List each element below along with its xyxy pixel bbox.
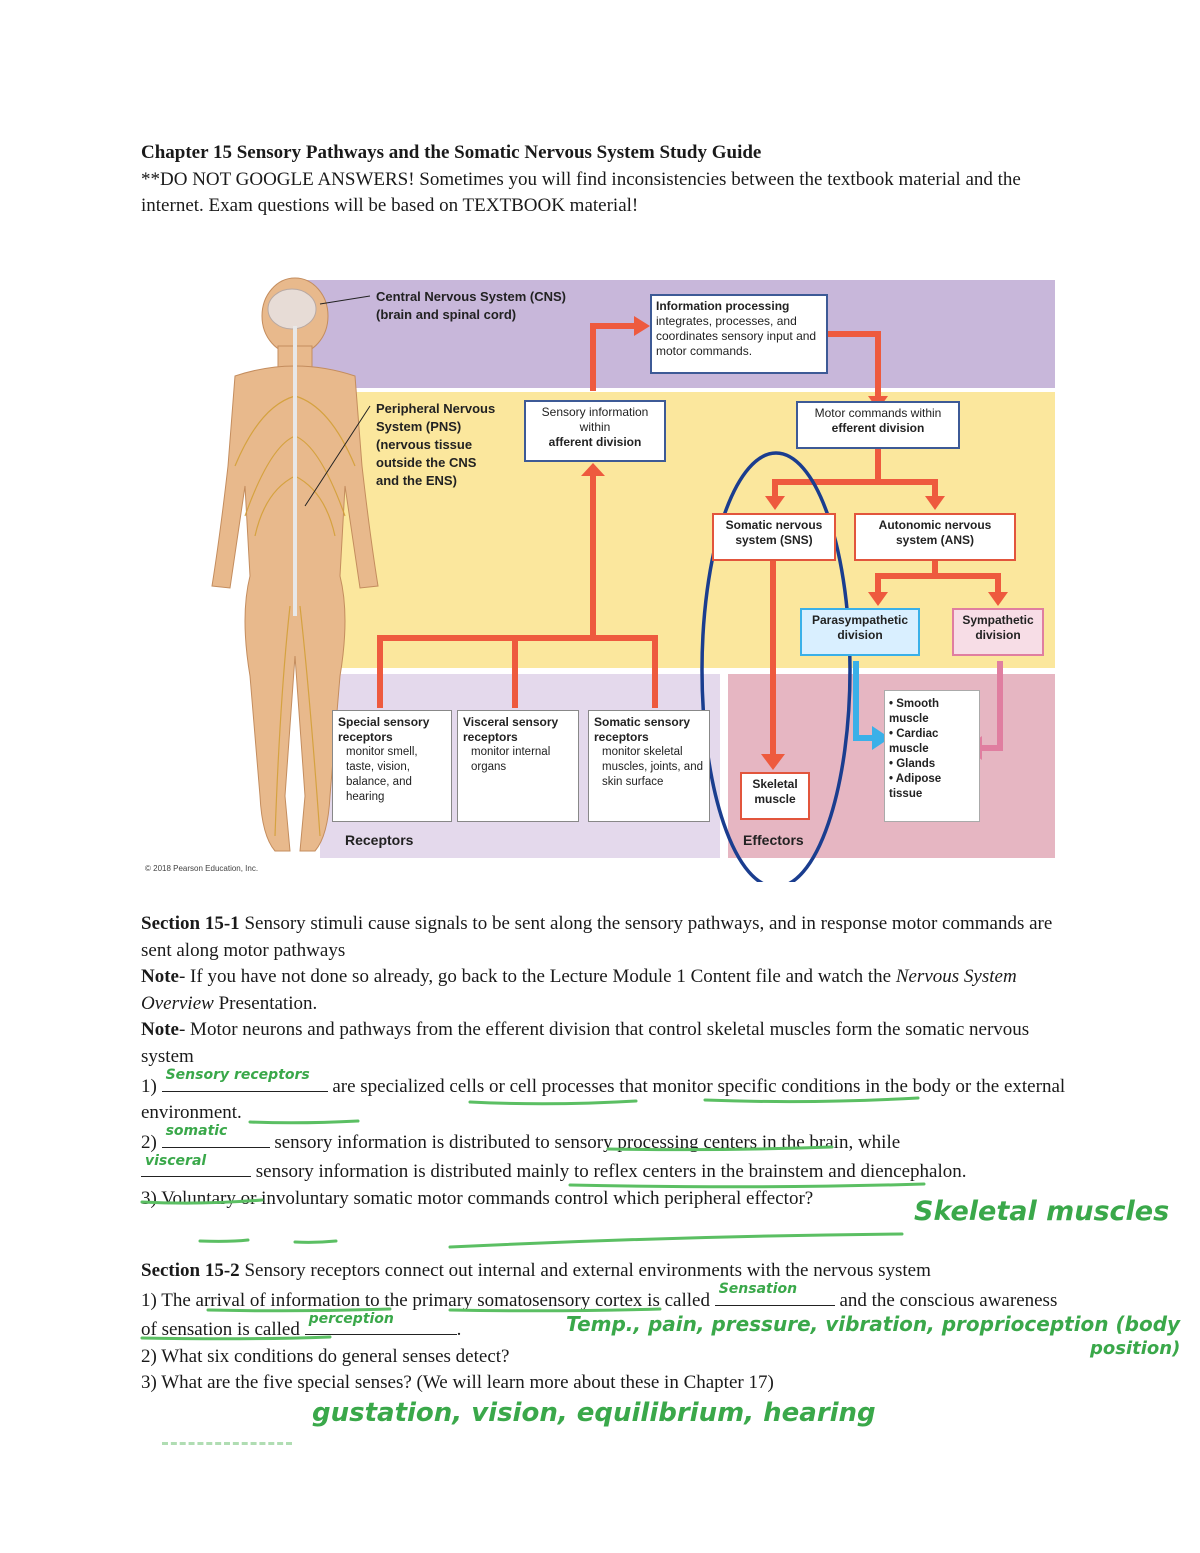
receptors-label: Receptors: [345, 832, 414, 848]
answer-blank[interactable]: visceral: [141, 1153, 251, 1178]
section-15-1: Section 15-1 Sensory stimuli cause signa…: [141, 911, 1071, 1213]
section-15-2: Section 15-2 Sensory receptors connect o…: [141, 1258, 1071, 1397]
visceral-receptors-box: Visceral sensory receptors monitor inter…: [457, 710, 579, 822]
section2-q1: 1) The arrival of information to the pri…: [141, 1281, 1058, 1341]
sympathetic-box: Sympathetic division: [952, 608, 1044, 656]
motor-commands-box: Motor commands within efferent division: [796, 401, 960, 449]
pns-label: Peripheral Nervous System (PNS) (nervous…: [376, 401, 496, 488]
warning-text: **DO NOT GOOGLE ANSWERS! Sometimes you w…: [141, 168, 1021, 217]
ans-box: Autonomic nervous system (ANS): [854, 513, 1016, 561]
nervous-system-figure: Central Nervous System (CNS) (brain and …: [140, 276, 1060, 882]
answer-blank[interactable]: somatic: [161, 1123, 270, 1148]
section1-q2: 2) somatic sensory information is distri…: [141, 1123, 967, 1183]
document-header: Chapter 15 Sensory Pathways and the Soma…: [141, 140, 1071, 220]
special-receptors-box: Special sensory receptors monitor smell,…: [332, 710, 452, 822]
section1-intro: Section 15-1 Sensory stimuli cause signa…: [141, 913, 1053, 961]
parasympathetic-box: Parasympathetic division: [800, 608, 920, 656]
highlight-ellipse: [700, 451, 852, 882]
info-processing-box: Information processing integrates, proce…: [650, 294, 828, 374]
section1-note2: Note- Motor neurons and pathways from th…: [141, 1019, 1030, 1067]
skeletal-muscle-box: Skeletal muscle: [740, 772, 810, 820]
q3-handwritten-answer: Skeletal muscles: [914, 1196, 1170, 1227]
answer-blank[interactable]: Sensory receptors: [161, 1067, 328, 1092]
somatic-receptors-box: Somatic sensory receptors monitor skelet…: [588, 710, 710, 822]
q2-handwritten-answer: Temp., pain, pressure, vibration, propri…: [566, 1312, 1181, 1336]
section2-q3: 3) What are the five special senses? (We…: [141, 1372, 774, 1394]
section2-intro: Section 15-2 Sensory receptors connect o…: [141, 1260, 931, 1281]
cns-label: Central Nervous System (CNS) (brain and …: [376, 289, 566, 322]
sns-box: Somatic nervous system (SNS): [712, 513, 836, 561]
section1-q3: 3) Voluntary or involuntary somatic moto…: [141, 1187, 814, 1209]
answer-blank[interactable]: Sensation: [714, 1281, 835, 1306]
section1-q1: 1) Sensory receptors are specialized cel…: [141, 1066, 1066, 1124]
answer-blank[interactable]: perception: [304, 1311, 457, 1336]
section1-note1: Note- If you have not done so already, g…: [141, 966, 1017, 1014]
sensory-info-box: Sensory information within afferent divi…: [524, 400, 666, 462]
erased-handwriting-mark: [162, 1412, 292, 1445]
section2-q2: 2) What six conditions do general senses…: [141, 1345, 510, 1367]
q2-handwritten-answer-cont: position): [1090, 1338, 1181, 1359]
copyright-text: © 2018 Pearson Education, Inc.: [145, 864, 259, 873]
document-title: Chapter 15 Sensory Pathways and the Soma…: [141, 142, 762, 163]
q3-handwritten-answer-senses: gustation, vision, equilibrium, hearing: [312, 1398, 876, 1428]
effectors-label: Effectors: [743, 832, 804, 848]
autonomic-effectors-box: • Smooth muscle • Cardiac muscle • Gland…: [884, 690, 980, 822]
